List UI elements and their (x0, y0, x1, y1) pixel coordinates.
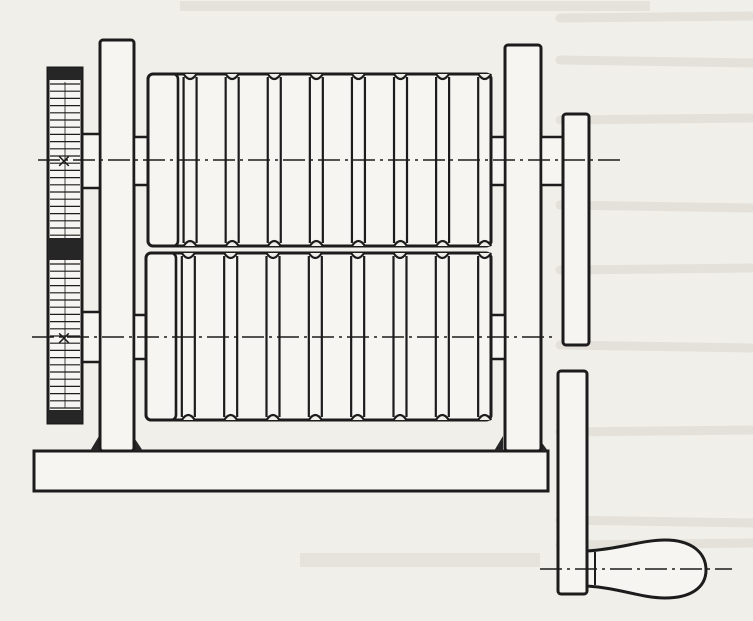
upper-shaft-right-stub (539, 135, 565, 187)
roll-groove-notch (434, 252, 450, 260)
left-frame-fillet (90, 436, 143, 451)
scan-bleed-stroke (555, 200, 753, 213)
roll-groove-notch (392, 413, 408, 421)
crank-lever (556, 369, 589, 596)
center-lines (32, 159, 732, 570)
gear-bottom-band (48, 410, 82, 423)
roll-groove-notch (350, 252, 366, 260)
roll-groove-notch (477, 239, 493, 247)
roll-groove-notch (307, 413, 323, 421)
roll-groove-notch (435, 73, 451, 81)
gear-teeth (50, 82, 80, 409)
rolls-group (144, 72, 493, 422)
roll-groove-notch (224, 239, 240, 247)
left-side-frame (98, 38, 136, 453)
gear-top-band (48, 68, 82, 80)
roll-groove-notch (180, 413, 196, 421)
roll-groove-notch (265, 413, 281, 421)
scan-bleed-stroke (555, 425, 753, 437)
scan-bleed-stroke (555, 11, 753, 23)
roll-groove-notch (223, 252, 239, 260)
roll-groove-notch (307, 252, 323, 260)
roll-groove-notch (477, 252, 493, 260)
roll-groove-notch (435, 239, 451, 247)
base-plate (32, 449, 550, 493)
roll-groove-notch (266, 239, 282, 247)
roll-groove-notch (180, 252, 196, 260)
roll-groove-notch (308, 239, 324, 247)
scan-bleed-stroke (555, 340, 753, 353)
right-side-frame (503, 43, 543, 453)
roll-groove-notch (393, 239, 408, 247)
roll-groove-notch (434, 413, 450, 421)
roll-groove-notch (351, 73, 366, 81)
upper-axis-marker: × (56, 150, 72, 172)
crank-hub (561, 112, 591, 347)
scan-bleed-stroke (555, 55, 753, 68)
upper-shaft-left-stub (80, 132, 102, 190)
roll-groove-notch (224, 73, 240, 81)
roll-groove-notch (223, 413, 239, 421)
roll-groove-notch (351, 239, 366, 247)
scan-bleed-stroke (555, 515, 753, 528)
roll-groove-notch (477, 73, 493, 81)
roll-groove-notch (182, 239, 198, 247)
background-scan-texture (180, 1, 753, 567)
roll-groove-notch (477, 413, 493, 421)
roll-groove-notch (265, 252, 281, 260)
scan-bleed-stroke (555, 113, 753, 125)
gear-middle-band (48, 238, 82, 260)
roll-groove-notch (266, 73, 282, 81)
roll-groove-notch (308, 73, 324, 81)
lower-axis-marker: × (56, 327, 72, 349)
roll-groove-notch (350, 413, 366, 421)
scan-bleed-stroke (555, 263, 753, 275)
roll-groove-notch (182, 73, 198, 81)
roll-groove-notch (393, 73, 408, 81)
roll-groove-notch (392, 252, 408, 260)
